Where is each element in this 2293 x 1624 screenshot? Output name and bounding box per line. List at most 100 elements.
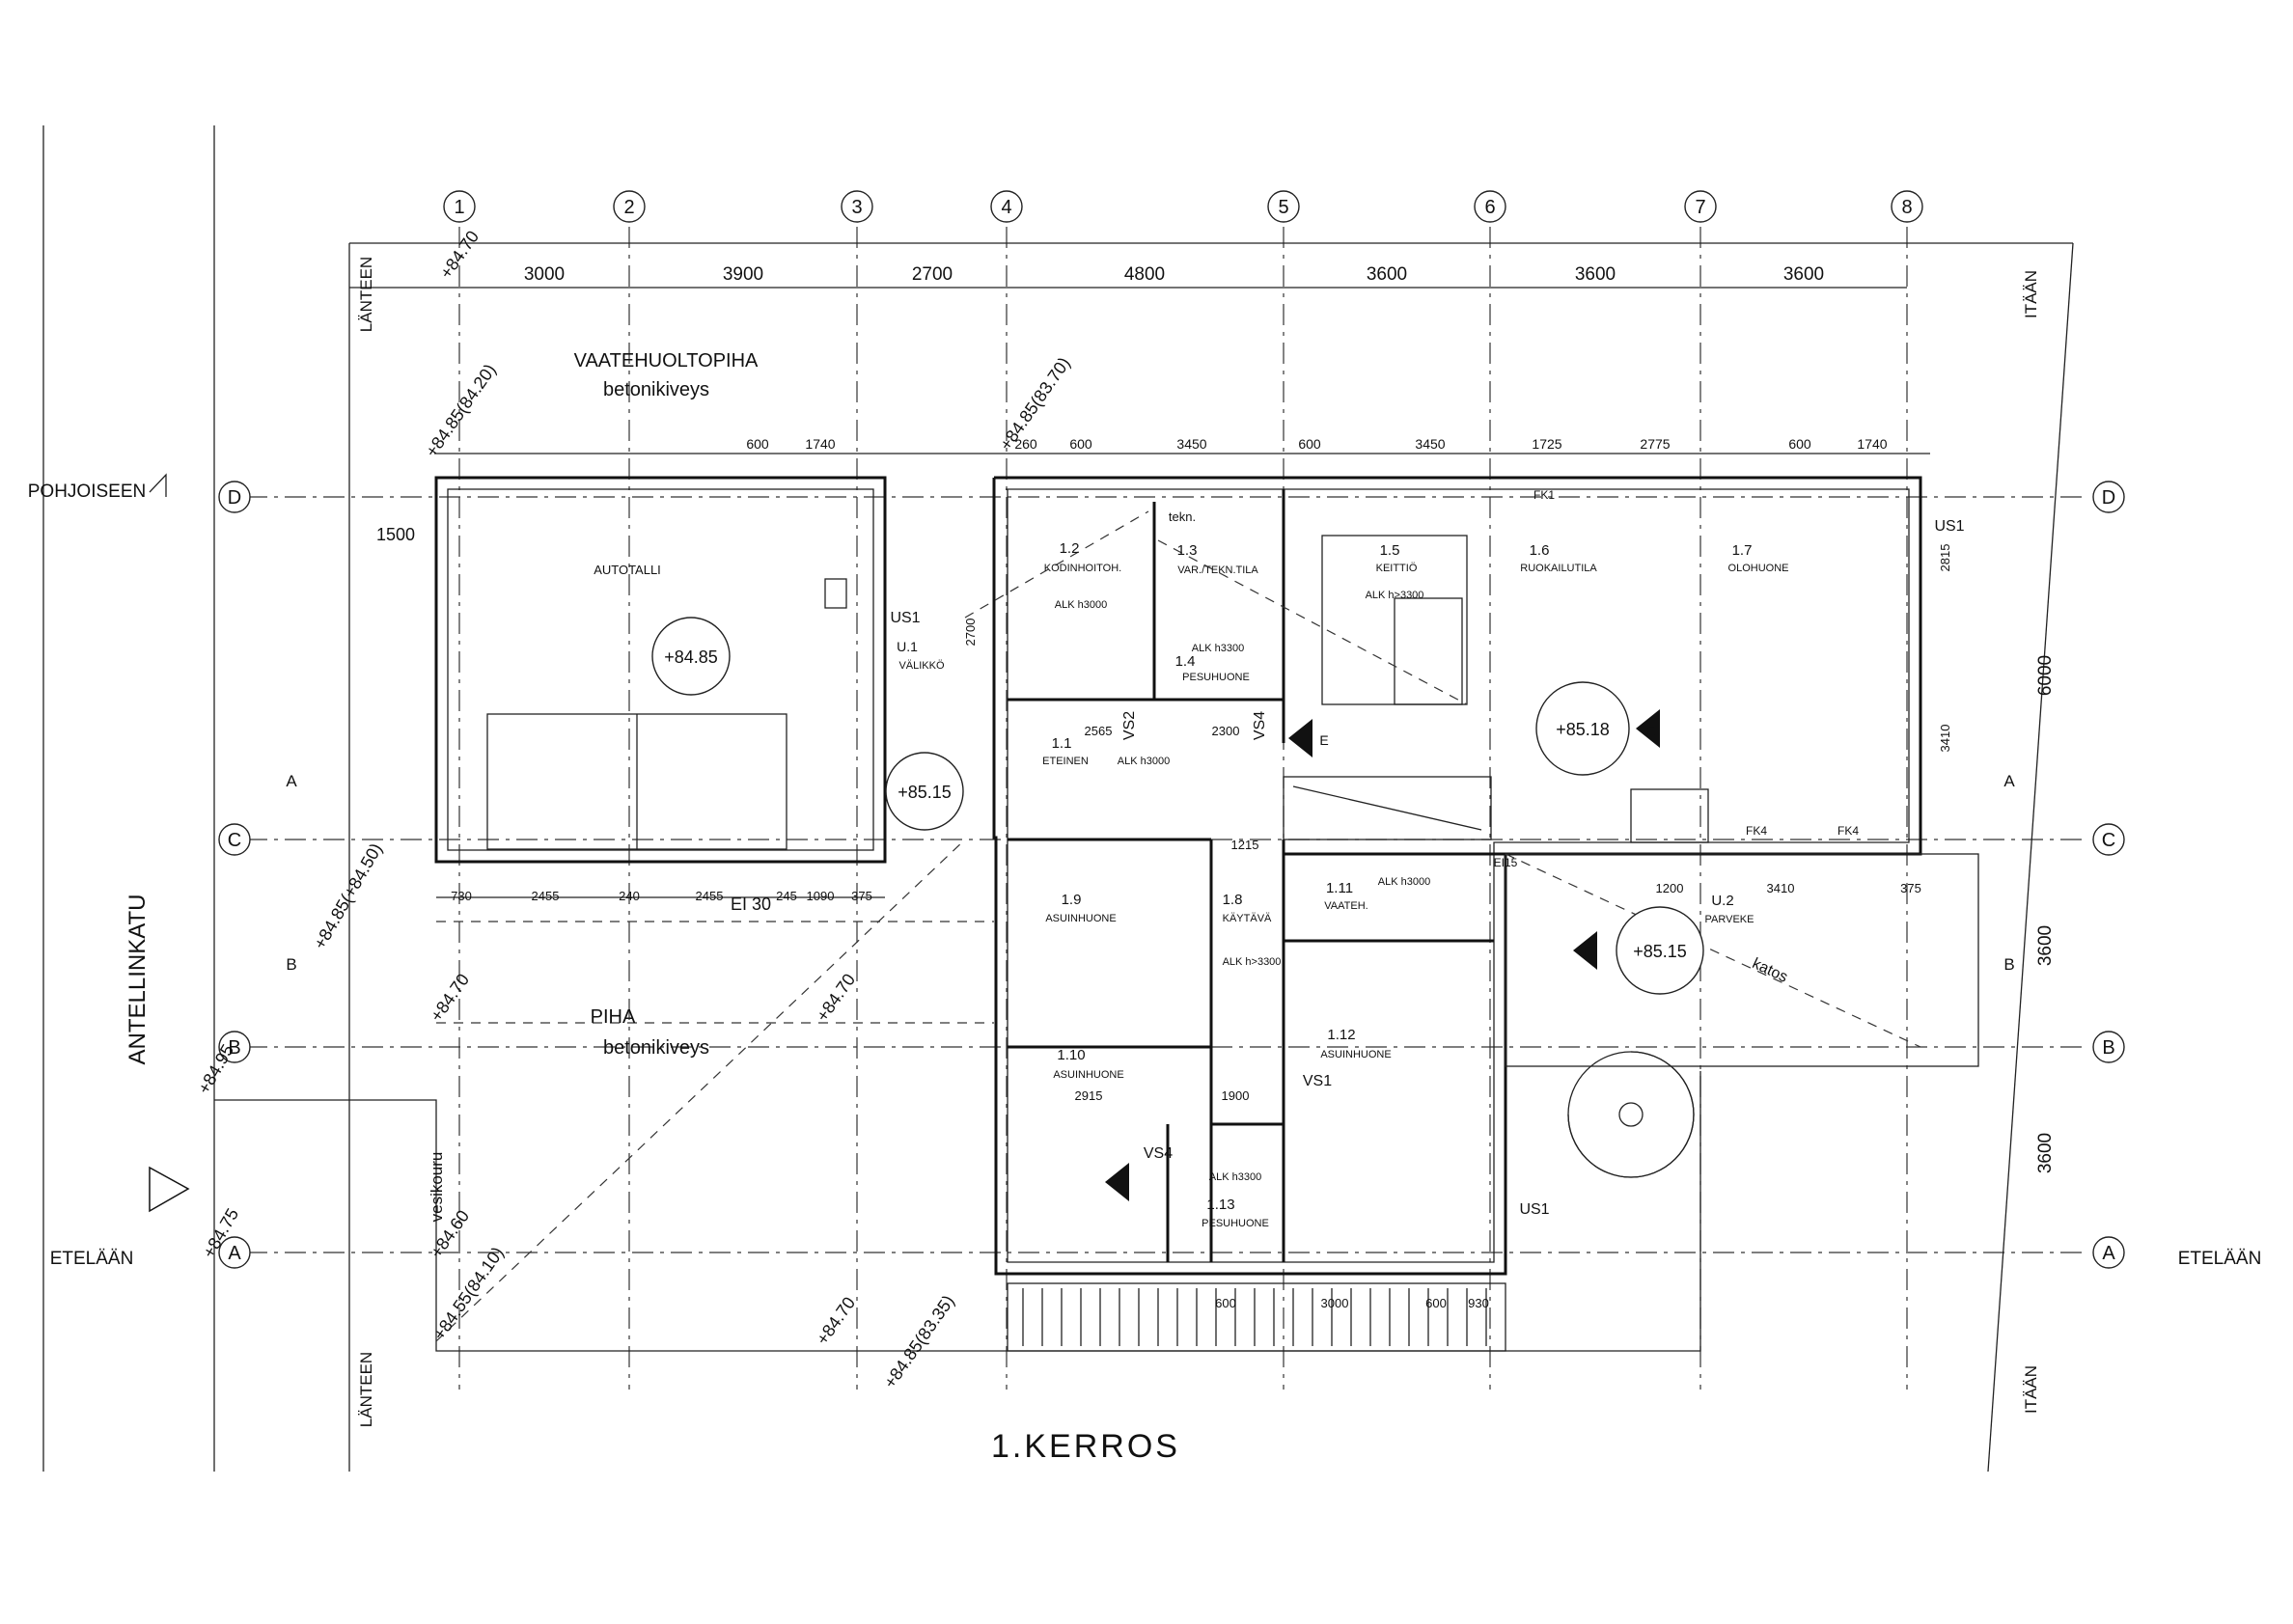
room-1-2-name: KODINHOITOH. xyxy=(1044,563,1121,574)
dim-600-a: 600 xyxy=(746,436,769,452)
dim-1900: 1900 xyxy=(1222,1088,1250,1103)
elev-5: +84.70 xyxy=(427,970,473,1025)
mark-vs1: VS1 xyxy=(1303,1073,1332,1089)
section-a-right: A xyxy=(2003,772,2015,790)
west-label-top: LÄNTEEN xyxy=(357,257,375,332)
drawing-title: 1.KERROS xyxy=(991,1428,1180,1465)
side-dimensions: 6000 3600 3600 2815 3410 2700 xyxy=(963,544,2056,1174)
dim-top-3: 2700 xyxy=(912,264,953,285)
room-1-10-num: 1.10 xyxy=(1057,1047,1085,1063)
dim-2455-b: 2455 xyxy=(696,889,724,903)
row-grid-lines xyxy=(246,496,2085,1253)
dim-375-a: 375 xyxy=(851,889,872,903)
dim-3000: 3000 xyxy=(1321,1296,1349,1310)
dim-375-b: 375 xyxy=(1900,881,1921,895)
mark-ei30: EI 30 xyxy=(731,895,771,914)
dim-2915: 2915 xyxy=(1075,1088,1103,1103)
dim-top-7: 3600 xyxy=(1783,264,1824,285)
mark-luol21: EI15 xyxy=(1494,856,1518,869)
elev-4: +84.85(+84.50) xyxy=(310,840,386,952)
laundry-yard-label: VAATEHUOLTOPIHA xyxy=(574,350,759,372)
room-1-7-num: 1.7 xyxy=(1732,542,1753,559)
level-garage: +84.85 xyxy=(664,647,718,667)
room-1-12-num: 1.12 xyxy=(1327,1027,1355,1043)
room-1-3-num: 1.3 xyxy=(1177,542,1198,559)
dim-600-f: 600 xyxy=(1425,1296,1447,1310)
drawing-title-block: 1.KERROS xyxy=(991,1428,1180,1465)
mark-us1-bedroom: US1 xyxy=(1519,1201,1549,1218)
dim-6000: 6000 xyxy=(2035,655,2056,696)
room-1-5-note: ALK h>3300 xyxy=(1366,590,1424,601)
mark-us1-garage: US1 xyxy=(890,610,920,626)
room-1-10-name: ASUINHUONE xyxy=(1053,1069,1123,1081)
level-vestibule: +85.15 xyxy=(898,783,952,802)
top-dimension-chain: 3000 3900 2700 4800 3600 3600 3600 xyxy=(349,264,1907,289)
room-1-5-name: KEITTIÖ xyxy=(1376,563,1418,574)
mark-fk4-a: FK4 xyxy=(1746,824,1767,838)
street-label: ANTELLINKATU xyxy=(124,895,151,1065)
garage-bottom-dimensions: 730 2455 240 2455 245 1090 375 1200 3410… xyxy=(436,724,1921,1310)
dim-600-d: 600 xyxy=(1788,436,1811,452)
grid-row-c-left: C xyxy=(228,830,241,851)
row-grid-markers: D C B A D C B A xyxy=(218,481,2125,1269)
east-label-bottom: ITÄÄN xyxy=(2022,1365,2040,1414)
dim-2700: 2700 xyxy=(963,619,978,647)
column-grid-markers: 1 2 3 4 5 6 7 8 xyxy=(443,190,1923,223)
dim-1500: 1500 xyxy=(376,525,415,544)
room-1-6-name: RUOKAILUTILA xyxy=(1520,563,1597,574)
room-1-4-note: ALK h3300 xyxy=(1192,643,1244,654)
dim-1090: 1090 xyxy=(807,889,835,903)
dim-730: 730 xyxy=(451,889,472,903)
dim-2300: 2300 xyxy=(1212,724,1240,738)
section-e-3: E xyxy=(1583,943,1591,958)
yard-labels: VAATEHUOLTOPIHA betonikiveys PIHA betoni… xyxy=(428,350,1790,1222)
dim-3410-a: 3410 xyxy=(1938,725,1952,753)
dim-3410-b: 3410 xyxy=(1767,881,1795,895)
dim-1740-a: 1740 xyxy=(805,436,835,452)
section-e-1: E xyxy=(1319,732,1328,748)
yard-surface: betonikiveys xyxy=(603,1037,709,1059)
dim-top-1: 3000 xyxy=(524,264,565,285)
direction-labels: POHJOISEEN ETELÄÄN ETELÄÄN LÄNTEEN LÄNTE… xyxy=(28,257,2262,1427)
balcony xyxy=(1283,776,1979,1178)
dim-260: 260 xyxy=(1014,436,1037,452)
dim-1215: 1215 xyxy=(1231,838,1259,852)
grid-row-a-left: A xyxy=(228,1243,241,1264)
mark-vs2: VS2 xyxy=(1121,711,1138,740)
house-walls xyxy=(992,476,1922,1276)
room-1-2-note: ALK h3000 xyxy=(1055,599,1107,611)
section-markers: A A B B E E E E xyxy=(286,709,2015,1201)
dim-3600-b: 3600 xyxy=(2035,1133,2056,1173)
grid-row-b-right: B xyxy=(2102,1037,2114,1059)
south-label-left: ETELÄÄN xyxy=(50,1249,134,1269)
component-marks: US1 US1 US1 VS1 VS2 VS4 VS4 EI 30 FK1 FK… xyxy=(731,488,1965,1218)
yard-label: PIHA xyxy=(591,1006,636,1028)
laundry-yard-surface: betonikiveys xyxy=(603,379,709,400)
entrance-steps xyxy=(1007,1282,1506,1352)
grid-col-3: 3 xyxy=(851,197,862,218)
dim-1200: 1200 xyxy=(1656,881,1684,895)
west-label-bottom: LÄNTEEN xyxy=(357,1352,375,1427)
grid-col-1: 1 xyxy=(454,197,464,218)
room-1-4-num: 1.4 xyxy=(1175,653,1196,670)
room-1-2-num: 1.2 xyxy=(1060,540,1080,557)
section-e-4: E xyxy=(1115,1174,1123,1190)
floor-level-markers: +84.85 +85.15 +85.18 +85.15 xyxy=(651,617,1704,995)
room-1-8-num: 1.8 xyxy=(1223,892,1243,908)
dim-245: 245 xyxy=(776,889,797,903)
room-1-11-name: VAATEH. xyxy=(1324,900,1368,912)
south-label-right: ETELÄÄN xyxy=(2178,1249,2262,1269)
section-e-2: E xyxy=(1645,723,1654,738)
room-1-11-note: ALK h3000 xyxy=(1378,876,1430,888)
elev-6: +84.95 xyxy=(194,1041,237,1097)
grid-col-6: 6 xyxy=(1484,197,1495,218)
dim-2775: 2775 xyxy=(1640,436,1670,452)
room-1-4-name: PESUHUONE xyxy=(1182,672,1250,683)
level-living: +85.18 xyxy=(1556,720,1610,739)
room-1-7-name: OLOHUONE xyxy=(1728,563,1789,574)
room-1-13-num: 1.13 xyxy=(1206,1197,1234,1213)
garage xyxy=(434,476,887,864)
room-1-1-name: ETEINEN xyxy=(1042,756,1089,767)
dim-240: 240 xyxy=(619,889,640,903)
